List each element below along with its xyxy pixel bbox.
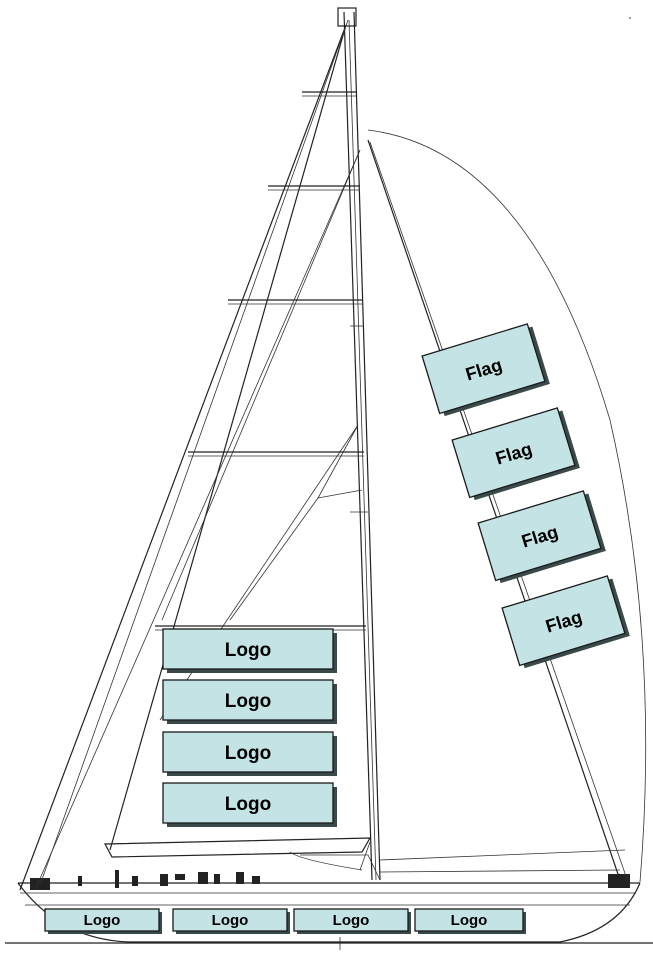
boom xyxy=(104,837,372,858)
sail-logo-label: Logo xyxy=(225,743,271,764)
hull-logo-label: Logo xyxy=(333,912,370,929)
mast xyxy=(337,7,381,881)
sail-logo-label: Logo xyxy=(225,691,271,712)
sail-logo-4: Logo xyxy=(162,782,337,827)
hull-logo-label: Logo xyxy=(212,912,249,929)
spreaders xyxy=(155,91,368,631)
flag-1: Flag xyxy=(421,323,550,417)
corner-dot xyxy=(629,17,631,19)
hull-logo-4: Logo xyxy=(414,908,526,934)
sail-logo-2: Logo xyxy=(162,679,337,724)
hull-logo-label: Logo xyxy=(84,912,121,929)
spinnaker xyxy=(367,129,647,883)
sail-logo-1: Logo xyxy=(162,628,337,673)
flag-3: Flag xyxy=(477,490,606,584)
hull-logo-1: Logo xyxy=(44,908,162,934)
hull-logo-3: Logo xyxy=(293,908,411,934)
sail-logo-3: Logo xyxy=(162,731,337,776)
deck-gear xyxy=(30,870,630,890)
sail-logo-label: Logo xyxy=(225,794,271,815)
hull-logo-2: Logo xyxy=(172,908,290,934)
flag-2: Flag xyxy=(451,407,580,501)
hull-logo-label: Logo xyxy=(451,912,488,929)
sail-logo-label: Logo xyxy=(225,640,271,661)
flag-4: Flag xyxy=(501,575,630,669)
